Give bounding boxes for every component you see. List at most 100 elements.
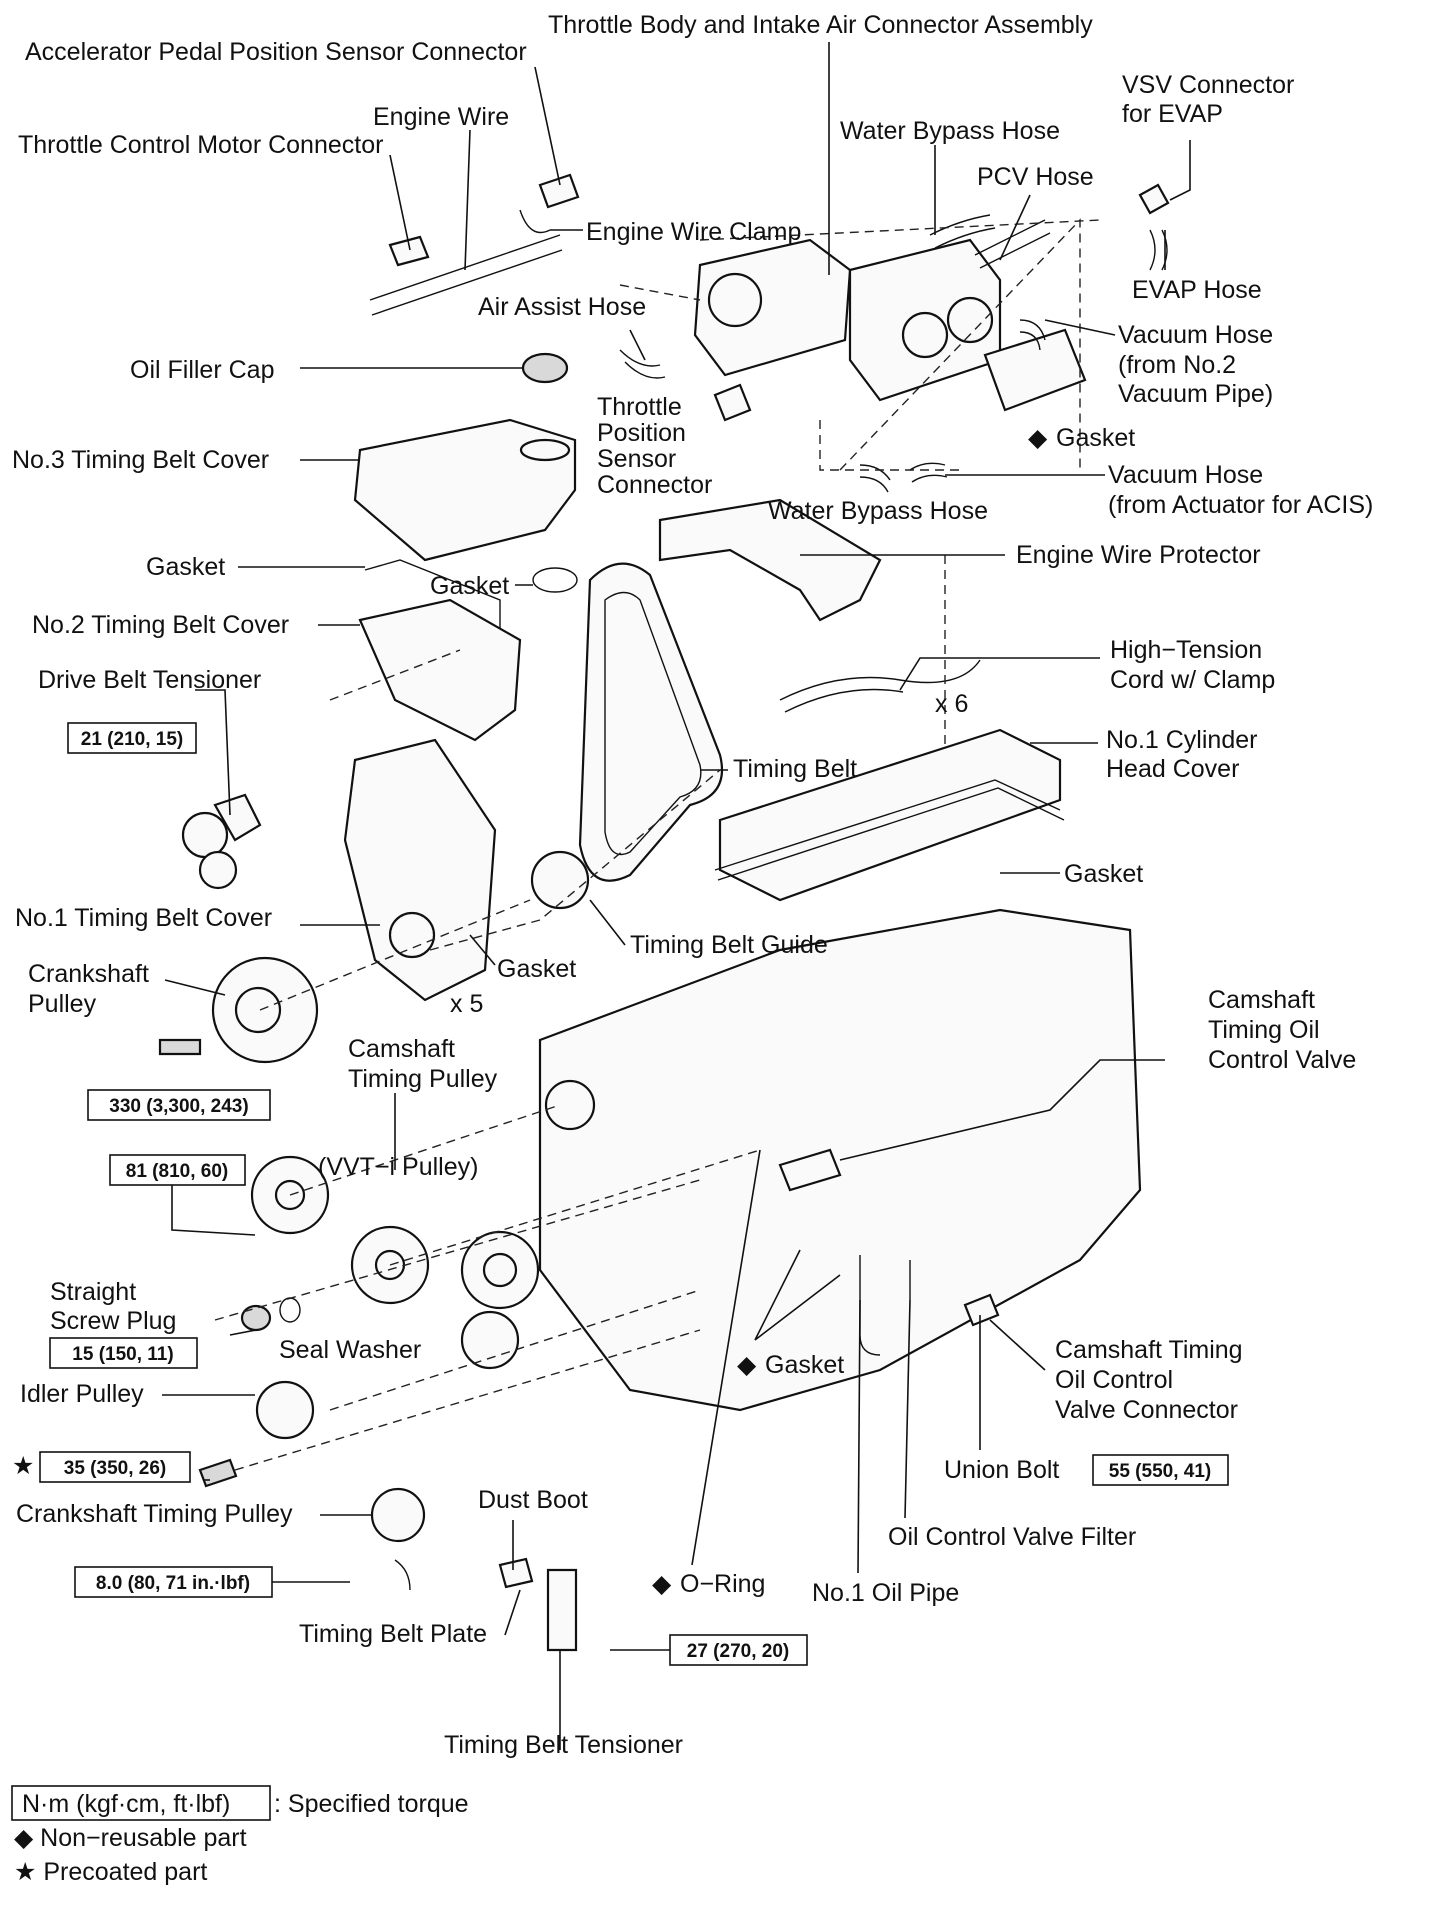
label-x5: x 5: [450, 990, 483, 1018]
label-idler-pulley: Idler Pulley: [20, 1380, 144, 1408]
label-cam-pulley-line1: Camshaft: [348, 1035, 455, 1063]
timing-belt-drawing: [578, 562, 724, 882]
leader-crank-pulley: [164, 979, 226, 996]
label-tps-line4: Connector: [597, 471, 712, 499]
torque-specs: 21 (210, 15) 330 (3,300, 243) 81 (810, 6…: [12, 722, 1229, 1666]
label-engine-wire-clamp: Engine Wire Clamp: [586, 218, 801, 246]
block-cam-bore-drawing: [544, 1079, 596, 1131]
head-cover-drawing: [718, 728, 1062, 902]
legend: N·m (kgf·cm, ft·lbf) : Specified torque …: [11, 1785, 469, 1886]
assembly-line-11: [329, 1289, 701, 1411]
torque-cam-pulley: 81 (810, 60): [126, 1161, 228, 1182]
label-crank-pulley-line1: Crankshaft: [28, 960, 149, 988]
label-timing-belt-plate: Timing Belt Plate: [299, 1620, 487, 1648]
label-crank-pulley-line2: Pulley: [28, 990, 97, 1018]
block-pulley-hub-drawing: [482, 1252, 518, 1288]
assembly-line-13: [259, 899, 531, 1011]
legend-torque-unit: N·m (kgf·cm, ft·lbf): [22, 1790, 230, 1818]
no1-timing-belt-cover-drawing: [343, 738, 497, 1002]
assembly-line-8: [289, 1104, 561, 1196]
label-crank-timing-pulley: Crankshaft Timing Pulley: [16, 1500, 293, 1528]
legend-torque-box: [11, 1785, 271, 1821]
torque-tensioner: 27 (270, 20): [687, 1641, 789, 1662]
torque-plate: 8.0 (80, 71 in.·lbf): [96, 1573, 250, 1594]
ocv-connector-drawing: [963, 1293, 1000, 1327]
intake-port-1-drawing: [901, 311, 949, 359]
label-no3-timing-belt-cover: No.3 Timing Belt Cover: [12, 446, 269, 474]
vacuum-hose-1-drawing: [1019, 319, 1046, 351]
label-head-cover-line1: No.1 Cylinder: [1106, 726, 1257, 754]
label-timing-belt-guide: Timing Belt Guide: [630, 931, 828, 959]
leader-accel-pedal: [534, 66, 561, 186]
label-union-bolt: Union Bolt: [944, 1456, 1059, 1484]
label-o-ring: O−Ring: [680, 1570, 765, 1598]
label-dust-boot: Dust Boot: [478, 1486, 588, 1514]
label-water-bypass-bottom: Water Bypass Hose: [768, 497, 988, 525]
leader-engine-wire: [464, 129, 471, 271]
torque-box-plug: [49, 1337, 198, 1369]
drive-belt-tensioner-pulley-drawing: [181, 811, 229, 859]
torque-box-plate: [74, 1566, 273, 1598]
torque-union-bolt: 55 (550, 41): [1109, 1461, 1211, 1482]
seal-washer-drawing: [279, 1297, 301, 1323]
legend-torque-desc: : Specified torque: [274, 1790, 469, 1818]
torque-idler: 35 (350, 26): [64, 1458, 166, 1479]
no2-timing-belt-cover-drawing: [358, 598, 522, 742]
assembly-line-1: [619, 284, 701, 301]
label-straight-plug-line2: Screw Plug: [50, 1307, 176, 1335]
label-engine-wire: Engine Wire: [373, 103, 509, 131]
label-vacuum-hose-2-line1: Vacuum Hose: [1108, 461, 1263, 489]
torque-drive-belt: 21 (210, 15): [81, 729, 183, 750]
leader-ocv: [839, 1059, 1165, 1161]
label-seal-washer: Seal Washer: [279, 1336, 421, 1364]
diamond-marker-intake-gasket: ◆: [1028, 424, 1048, 452]
label-accel-pedal-connector: Accelerator Pedal Position Sensor Connec…: [25, 38, 527, 66]
leader-air-assist: [629, 329, 646, 361]
assembly-line-6: [329, 649, 461, 701]
leader-ocv-connector: [989, 1319, 1046, 1371]
evap-hose-drawing: [1149, 229, 1168, 271]
leader-cam-pulley-bolt: [171, 1165, 256, 1236]
leader-gasket-no1: [469, 934, 496, 966]
assembly-line-12: [214, 1179, 701, 1321]
leader-no1-oil-pipe: [857, 1299, 861, 1574]
timing-belt-inner-drawing: [604, 591, 702, 856]
leader-ocv-filter: [904, 1299, 911, 1519]
label-tps-line3: Sensor: [597, 445, 676, 473]
torque-box-crank-pulley: [87, 1089, 271, 1121]
label-ocv-connector-line3: Valve Connector: [1055, 1396, 1238, 1424]
block-pulley-2-drawing: [460, 1310, 520, 1370]
crank-timing-pulley-drawing: [370, 1487, 426, 1543]
label-cam-pulley-line2: Timing Pulley: [348, 1065, 498, 1093]
label-ocv-line1: Camshaft: [1208, 986, 1315, 1014]
engine-wire-clamp-drawing: [519, 209, 551, 234]
label-gasket-no1: Gasket: [497, 955, 576, 983]
label-gasket-left: Gasket: [146, 553, 225, 581]
label-tps-line1: Throttle: [597, 393, 682, 421]
leader-timing-belt-plate: [504, 1589, 521, 1636]
label-ocv-connector-line1: Camshaft Timing: [1055, 1336, 1243, 1364]
leader-high-tension: [899, 657, 1100, 691]
leader-throttle-motor: [389, 154, 411, 251]
air-assist-hose-drawing: [619, 349, 666, 379]
leader-pcv: [999, 194, 1031, 261]
label-evap-hose: EVAP Hose: [1132, 276, 1262, 304]
high-tension-cord-drawing: [779, 659, 981, 713]
tps-connector-drawing: [713, 383, 752, 422]
label-gasket-ocv: Gasket: [765, 1351, 844, 1379]
label-ocv-connector-line2: Oil Control: [1055, 1366, 1173, 1394]
gasket-upper-drawing: [364, 559, 501, 635]
timing-belt-plate-drawing: [394, 1559, 411, 1591]
leader-vsv: [1169, 140, 1191, 201]
crankshaft-pulley-hub-drawing: [234, 986, 282, 1034]
label-ocv-filter: Oil Control Valve Filter: [888, 1523, 1136, 1551]
accel-pedal-connector-drawing: [538, 173, 580, 209]
head-cover-gasket-drawing: [714, 779, 1065, 881]
torque-crank-pulley: 330 (3,300, 243): [109, 1096, 248, 1117]
oil-filler-cap-drawing: [521, 352, 569, 384]
label-vsv-line1: VSV Connector: [1122, 71, 1294, 99]
timing-belt-tensioner-drawing: [546, 1568, 578, 1652]
leader-timing-belt-guide: [589, 899, 626, 946]
assembly-line-4: [819, 420, 960, 471]
engine-wire-protector-drawing: [658, 498, 882, 622]
